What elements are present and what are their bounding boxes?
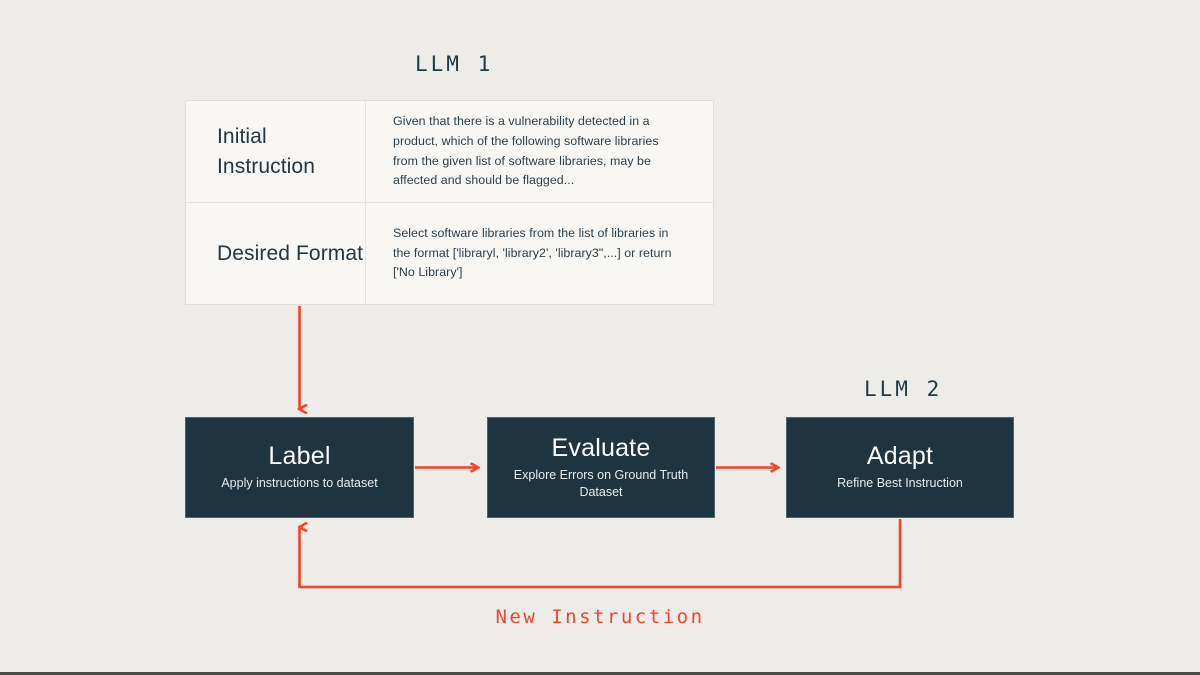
- row-value-desired-format: Select software libraries from the list …: [366, 203, 713, 304]
- stage-title-adapt: Adapt: [866, 441, 934, 470]
- stage-title-evaluate: Evaluate: [551, 433, 651, 462]
- row-label-initial-instruction: Initial Instruction: [186, 101, 366, 202]
- table-row: Desired Format Select software libraries…: [186, 202, 713, 304]
- row-label-text: Initial Instruction: [217, 124, 315, 178]
- row-value-text: Given that there is a vulnerability dete…: [393, 114, 659, 188]
- stage-box-adapt: Adapt Refine Best Instruction: [786, 417, 1014, 518]
- stage-box-label: Label Apply instructions to dataset: [185, 417, 414, 518]
- stage-title-label: Label: [268, 441, 331, 470]
- llm1-title: LLM 1: [415, 52, 494, 76]
- llm2-title: LLM 2: [864, 377, 943, 401]
- stage-subtitle-evaluate: Explore Errors on Ground Truth Dataset: [513, 468, 689, 499]
- row-label-text: Desired Format: [217, 241, 364, 265]
- stage-subtitle-label: Apply instructions to dataset: [221, 476, 378, 491]
- connector-feedback-loop: [300, 519, 902, 589]
- table-row: Initial Instruction Given that there is …: [186, 101, 713, 202]
- stage-box-evaluate: Evaluate Explore Errors on Ground Truth …: [487, 417, 715, 518]
- stage-subtitle-adapt: Refine Best Instruction: [837, 476, 963, 491]
- row-value-initial-instruction: Given that there is a vulnerability dete…: [366, 101, 713, 202]
- row-value-text: Select software libraries from the list …: [393, 226, 672, 280]
- row-label-desired-format: Desired Format: [186, 203, 366, 304]
- feedback-loop-caption: New Instruction: [495, 606, 705, 628]
- instruction-table: Initial Instruction Given that there is …: [185, 100, 714, 305]
